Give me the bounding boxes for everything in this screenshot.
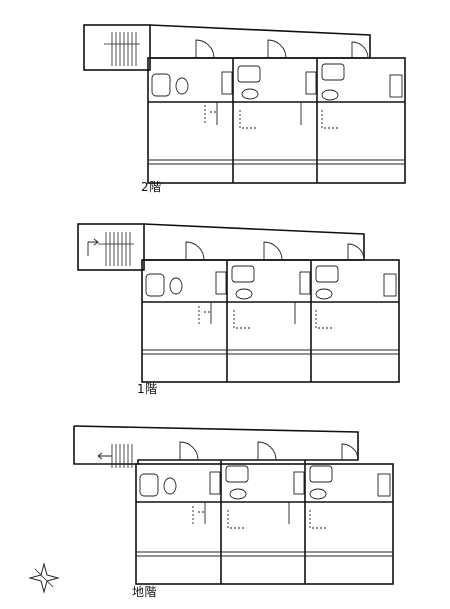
door-icon [267,39,287,59]
toilet-icon [169,277,183,295]
compass-north-icon [28,562,60,594]
bathtub-icon [145,273,165,297]
bathtub-icon [139,473,159,497]
bathtub-icon [321,63,345,81]
floor-label-1f: 1階 [137,382,158,396]
toilet-icon [229,488,247,500]
stair-icon [104,32,140,66]
stair-icon [98,232,134,266]
bathtub-icon [151,73,171,97]
floor-label-2f: 2階 [141,180,162,194]
door-icon [185,241,205,261]
toilet-icon [309,488,327,500]
floor-label-basement: 地階 [132,585,158,599]
toilet-icon [235,288,253,300]
door-icon [263,241,283,261]
floor-2-plan [83,24,406,184]
bathtub-icon [237,65,261,83]
bathtub-icon [231,265,255,283]
door-icon [179,441,199,461]
bathtub-icon [309,465,333,483]
door-icon [195,39,215,59]
door-icon [341,443,359,461]
toilet-icon [321,89,339,101]
door-icon [257,441,277,461]
floor-1-plan [77,223,400,383]
bathtub-icon [225,465,249,483]
floor-basement-plan [73,425,394,585]
bathtub-icon [315,265,339,283]
door-icon [351,41,369,59]
door-icon [347,243,365,261]
toilet-icon [175,77,189,95]
toilet-icon [241,88,259,100]
toilet-icon [163,477,177,495]
toilet-icon [315,288,333,300]
